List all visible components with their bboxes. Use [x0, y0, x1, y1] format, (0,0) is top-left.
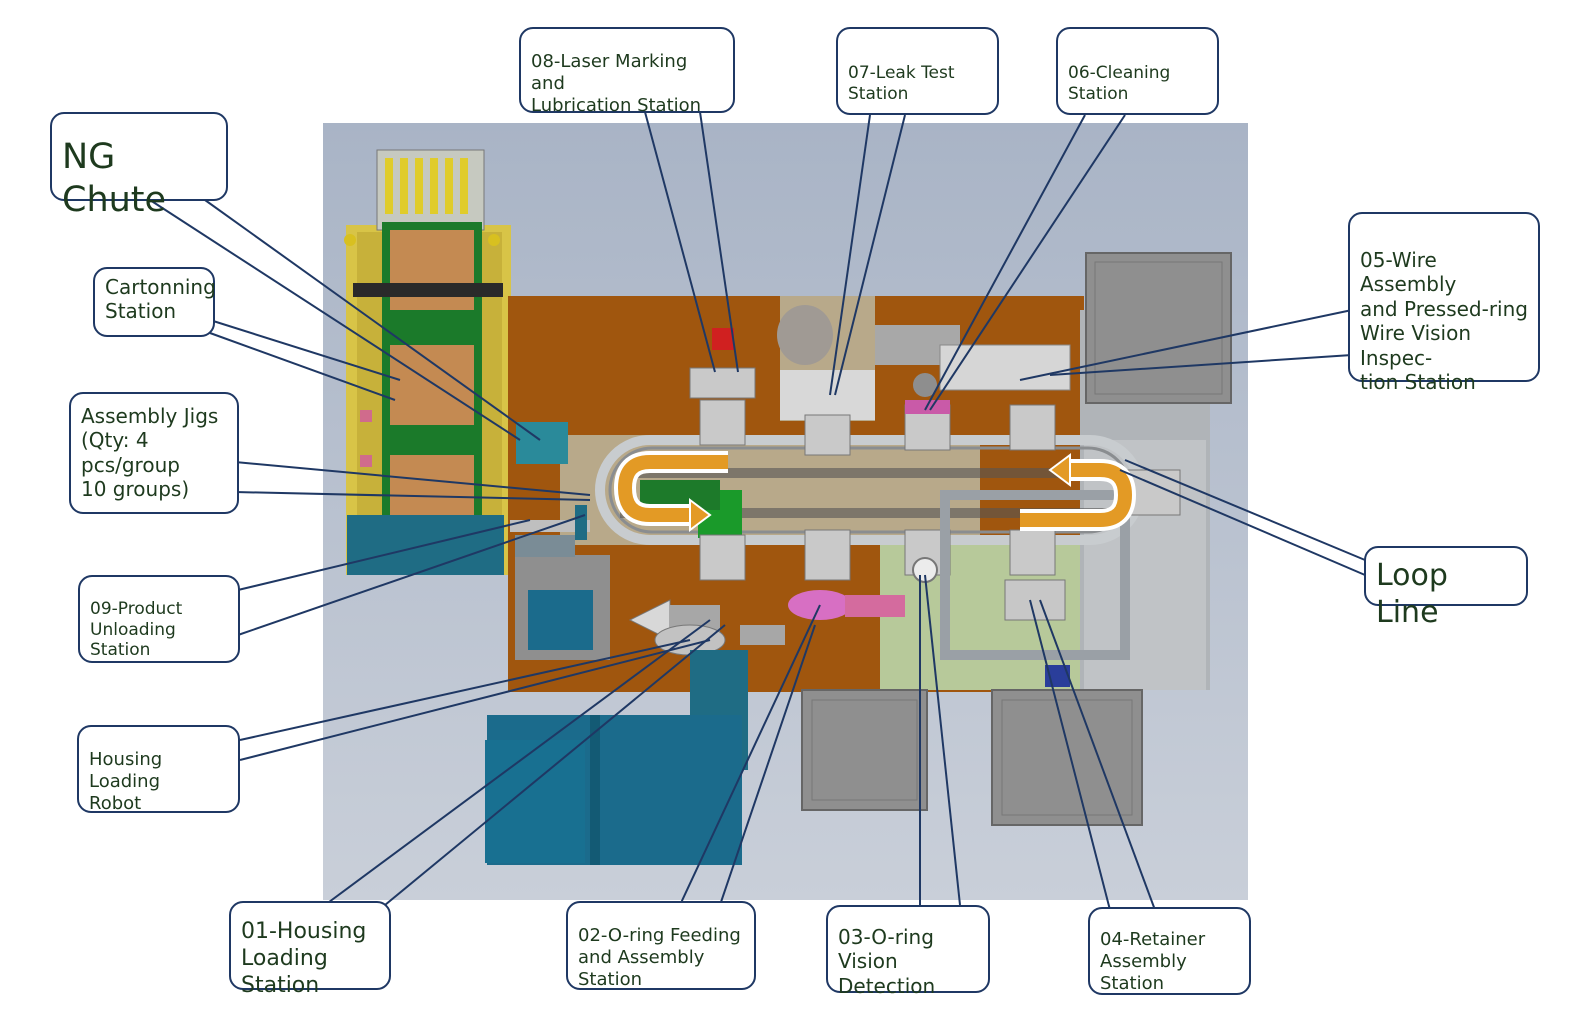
label-oring-vision-detection: 03-O-ring Vision Detection: [826, 905, 990, 998]
label-housing-loading-station: 01-Housing Loading Station: [229, 901, 391, 998]
bottom-cabinet-left: [801, 689, 928, 811]
label-laser-marking-station: 08-Laser Marking and Lubrication Station: [519, 27, 735, 116]
wire-assembly-cabinet: [1085, 252, 1232, 404]
label-retainer-assembly-station: 04-Retainer Assembly Station: [1088, 907, 1251, 995]
label-loop-line: Loop Line: [1364, 546, 1528, 630]
label-ng-chute: NG Chute: [50, 112, 228, 220]
leader-lines: [149, 111, 1366, 911]
label-product-unloading: 09-Product Unloading Station: [78, 575, 240, 663]
label-cleaning-station: 06-Cleaning Station: [1056, 27, 1219, 115]
label-assembly-jigs: Assembly Jigs (Qty: 4 pcs/group 10 group…: [69, 392, 239, 514]
retainer-frame: [940, 490, 1130, 660]
bottom-cabinet-right: [991, 689, 1143, 826]
label-oring-feeding-station: 02-O-ring Feeding and Assembly Station: [566, 901, 756, 990]
label-wire-assembly-station: 05-Wire Assembly and Pressed-ring Wire V…: [1348, 212, 1540, 394]
label-housing-loading-robot: Housing Loading Robot: [77, 725, 240, 814]
label-cartonning-station: Cartonning Station: [93, 267, 216, 337]
label-leak-test-station: 07-Leak Test Station: [836, 27, 999, 115]
